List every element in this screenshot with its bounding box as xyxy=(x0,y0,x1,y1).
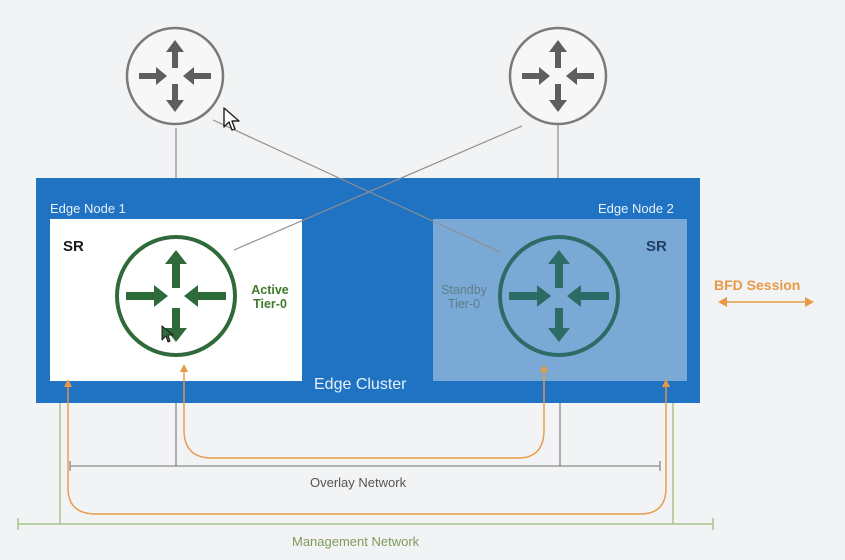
edge-node-1-label: Edge Node 1 xyxy=(50,201,126,216)
standby-tier0-router-icon xyxy=(498,235,620,357)
cross-links xyxy=(212,119,523,253)
active-role-line2: Tier-0 xyxy=(253,297,287,311)
edge-node-2-label: Edge Node 2 xyxy=(598,201,674,216)
overlay-network-label: Overlay Network xyxy=(310,475,407,490)
standby-role-label: Standby Tier-0 xyxy=(432,283,496,311)
upstream-router-left-icon xyxy=(125,26,225,126)
standby-sr-label: SR xyxy=(646,238,667,255)
management-network-line xyxy=(17,385,714,530)
mouse-cursor-small-icon xyxy=(161,325,174,343)
bfd-session-overlay-path xyxy=(180,364,548,459)
standby-role-line2: Tier-0 xyxy=(447,297,481,311)
upstream-router-right-icon xyxy=(508,26,608,126)
mouse-cursor-icon xyxy=(223,107,240,131)
edge-cluster-label: Edge Cluster xyxy=(314,376,407,393)
standby-role-line1: Standby xyxy=(441,283,487,297)
bfd-legend-arrow xyxy=(718,297,814,307)
active-tier0-router-icon xyxy=(115,235,237,357)
management-network-label: Management Network xyxy=(292,534,420,549)
active-role-line1: Active xyxy=(251,283,289,297)
bfd-session-management-path xyxy=(64,379,670,515)
active-sr-label: SR xyxy=(63,238,84,255)
bfd-session-label: BFD Session xyxy=(714,277,801,293)
active-role-label: Active Tier-0 xyxy=(244,283,296,311)
